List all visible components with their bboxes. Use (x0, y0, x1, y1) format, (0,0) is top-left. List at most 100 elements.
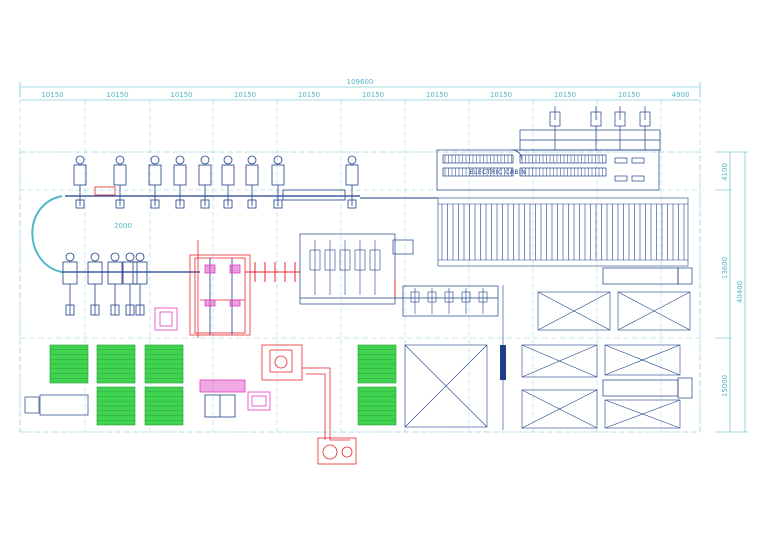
machine-base (247, 199, 257, 209)
press-body (478, 291, 488, 303)
machine-head (223, 155, 233, 165)
press-body (444, 291, 454, 303)
green-pallets (49, 344, 397, 426)
machine-base (135, 304, 145, 316)
span-label: 4900 (672, 91, 690, 99)
machine-head (110, 252, 120, 262)
storage-box (604, 399, 681, 429)
right-dim-4: 15000 (721, 375, 729, 397)
press-body (369, 249, 381, 271)
dimension-lines (19, 82, 748, 433)
span-label: 10150 (362, 91, 384, 99)
press-body (324, 249, 336, 271)
storage-box (404, 344, 488, 428)
machine-base (347, 199, 357, 209)
machine (73, 164, 87, 186)
machine (345, 164, 359, 186)
machine-base (200, 199, 210, 209)
machine-head (150, 155, 160, 165)
machine-base (273, 199, 283, 209)
cabin-cabinets (444, 155, 603, 176)
electric-cabin-label: ELECTRIC CABIN (470, 169, 526, 176)
storage-areas (404, 291, 691, 429)
storage-cross (521, 344, 598, 378)
machine-head (273, 155, 283, 165)
crusher-unit (261, 344, 357, 465)
right-dim-1: 4100 (721, 163, 729, 181)
span-label: 10150 (170, 91, 192, 99)
press-group-frame (299, 233, 499, 317)
storage-cross (537, 291, 611, 331)
span-label: 10150 (41, 91, 63, 99)
electric-cabin (436, 149, 660, 191)
span-label: 10150 (106, 91, 128, 99)
machine-head (90, 252, 100, 262)
machine-head (115, 155, 125, 165)
machine-head (175, 155, 185, 165)
span-label: 10150 (234, 91, 256, 99)
storage-box (604, 344, 681, 376)
span-label: 10150 (618, 91, 640, 99)
loop-conveyor (31, 195, 63, 273)
plant-boundary (19, 151, 701, 433)
machine-head (125, 252, 135, 262)
total-width-label: 109600 (347, 78, 374, 86)
machine (245, 164, 259, 186)
press-body (427, 291, 437, 303)
machine-head (200, 155, 210, 165)
machine-head (347, 155, 357, 165)
spacing-label: 2000 (114, 222, 132, 230)
truck-right-2 (602, 377, 693, 399)
truck-right-1 (602, 267, 693, 285)
span-label: 10150 (426, 91, 448, 99)
machine-head (65, 252, 75, 262)
machine (107, 261, 123, 285)
storage-cross (617, 291, 691, 331)
machine-head (75, 155, 85, 165)
lower-machine-row (62, 252, 148, 316)
span-label: 10150 (554, 91, 576, 99)
storage-box (617, 291, 691, 331)
machine-base (150, 199, 160, 209)
silos (519, 106, 661, 151)
machine-base (175, 199, 185, 209)
storage-box (521, 389, 598, 429)
storage-cross (604, 399, 681, 429)
machine-base (110, 304, 120, 316)
storage-cross (521, 389, 598, 429)
right-dim-3: 40400 (736, 281, 744, 303)
press-body (354, 249, 366, 271)
machine-base (115, 199, 125, 209)
press-body (410, 291, 420, 303)
machine (132, 261, 148, 285)
machine (62, 261, 78, 285)
storage-box (537, 291, 611, 331)
machine (221, 164, 235, 186)
storage-cross (404, 344, 488, 428)
machine (271, 164, 285, 186)
machine-base (65, 304, 75, 316)
machine (198, 164, 212, 186)
machine (148, 164, 162, 186)
red-transfer-arms (150, 262, 300, 282)
machine-head (135, 252, 145, 262)
machine (173, 164, 187, 186)
right-dim-2: 13600 (721, 257, 729, 279)
span-labels: 10150 10150 10150 10150 10150 10150 10150 10150… (41, 91, 689, 99)
machine-base (125, 304, 135, 316)
truck-left (24, 394, 89, 416)
press-body (461, 291, 471, 303)
upper-machine-row (73, 155, 359, 209)
machine-base (223, 199, 233, 209)
press-group (309, 240, 488, 314)
transfer-bed (282, 189, 346, 201)
span-label: 10150 (298, 91, 320, 99)
machine-base (90, 304, 100, 316)
storage-cross (604, 344, 681, 376)
span-label: 10150 (490, 91, 512, 99)
rack-line (360, 197, 689, 267)
machine (122, 261, 138, 285)
machine-base (75, 199, 85, 209)
red-marker (94, 186, 116, 196)
